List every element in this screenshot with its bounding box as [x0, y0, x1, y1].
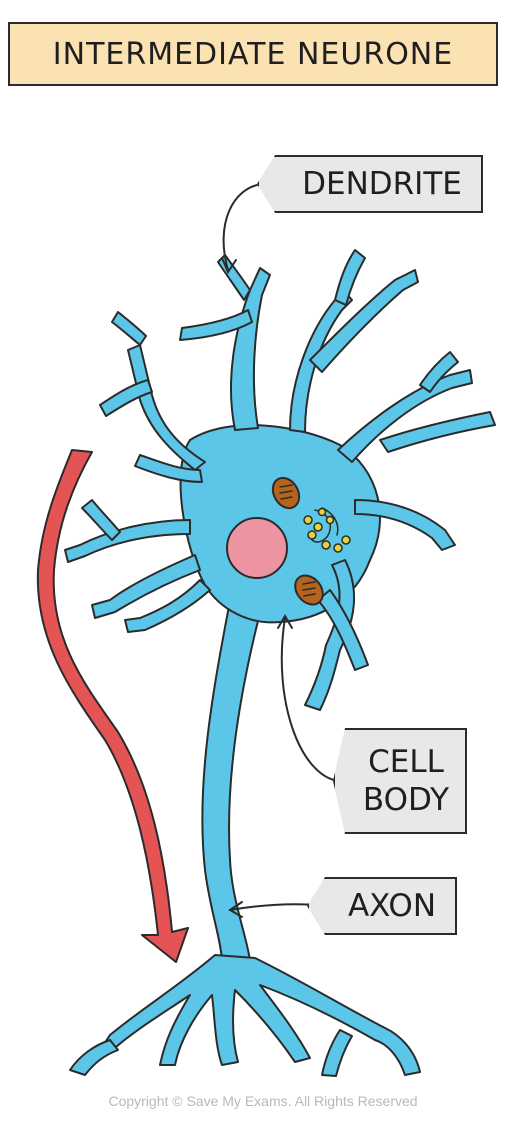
diagram-title: INTERMEDIATE NEURONE: [8, 22, 498, 86]
dendrite-pointer: [222, 183, 263, 271]
cell-body-label-line2: BODY: [362, 782, 450, 818]
dendrites: [64, 249, 496, 711]
impulse-direction-arrow: [36, 449, 189, 963]
cell-body-label-line1: CELL: [368, 744, 444, 780]
axon-terminals: [99, 954, 421, 1076]
axon-pointer: [229, 903, 319, 911]
mitochondria: [271, 476, 324, 606]
nucleus: [226, 517, 288, 579]
golgi-apparatus: [303, 507, 351, 553]
cell-body-label: CELL BODY: [333, 728, 467, 834]
dendrite-label: DENDRITE: [257, 155, 483, 213]
axon: [201, 589, 263, 961]
copyright-notice: Copyright © Save My Exams. All Rights Re…: [108, 1093, 418, 1109]
cell-body-pointer: [280, 617, 339, 782]
axon-label: AXON: [307, 877, 457, 935]
